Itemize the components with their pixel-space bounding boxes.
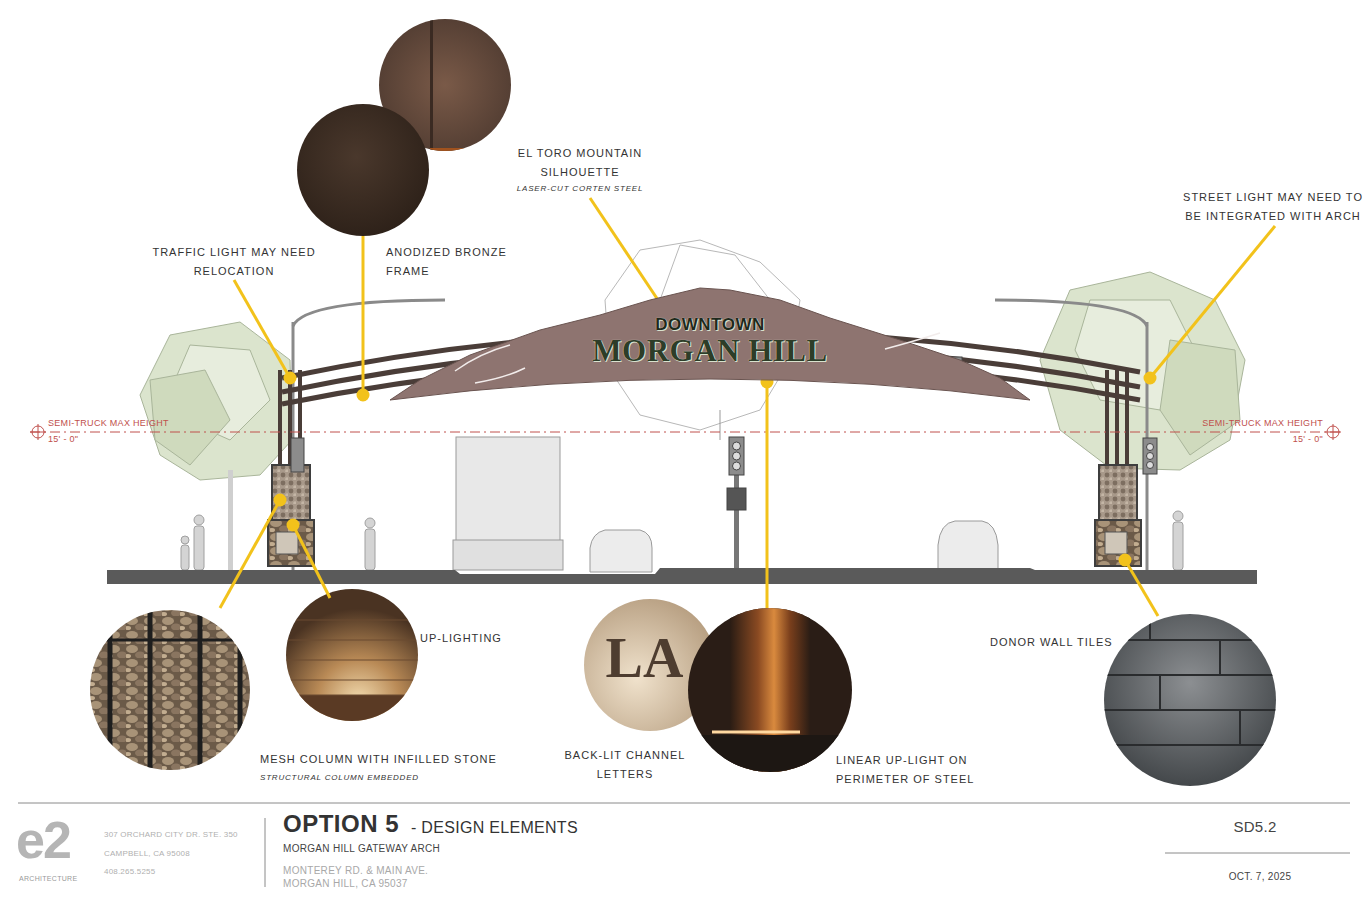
callout-note: STRUCTURAL COLUMN EMBEDDED <box>260 773 460 783</box>
address-line: CAMPBELL, CA 95008 <box>104 849 264 859</box>
callout-label: DONOR WALL TILES <box>990 635 1130 649</box>
callout-label: STREET LIGHT MAY NEED TO BE INTEGRATED W… <box>1180 188 1366 226</box>
street-light <box>293 300 1147 570</box>
material-swatch <box>80 19 1280 795</box>
project-name: MORGAN HILL GATEWAY ARCH <box>283 843 513 855</box>
callout-label: UP-LIGHTING <box>420 631 530 645</box>
channel-letters: LA <box>597 628 692 688</box>
address-line: 307 ORCHARD CITY DR. STE. 350 <box>104 830 264 840</box>
vehicles <box>453 437 998 572</box>
callout-label: EL TORO MOUNTAIN SILHOUETTE <box>505 144 655 182</box>
sign-text-small: DOWNTOWN <box>385 315 1035 335</box>
mountain-sign: DOWNTOWNMORGAN HILL <box>385 283 1035 408</box>
project-address: MORGAN HILL, CA 95037 <box>283 878 513 890</box>
callout-label: TRAFFIC LIGHT MAY NEED RELOCATION <box>143 243 325 281</box>
dimension-label: SEMI-TRUCK MAX HEIGHT <box>1143 418 1323 429</box>
dimension-value: 15' - 0" <box>1263 434 1323 445</box>
dimension-value: 15' - 0" <box>48 434 108 445</box>
leader-line <box>220 198 1275 616</box>
height-line <box>30 424 1341 440</box>
arch-column <box>268 370 1141 566</box>
callout-label: MESH COLUMN WITH INFILLED STONE <box>260 752 510 766</box>
callout-note: LASER-CUT CORTEN STEEL <box>490 184 670 194</box>
ground <box>107 568 1257 584</box>
callout-label: ANODIZED BRONZE FRAME <box>386 243 516 281</box>
address-line: 408.265.5255 <box>104 867 264 877</box>
sheet-title: OPTION 5 <box>283 810 399 838</box>
title-block-rules <box>18 803 1350 887</box>
logo-mark: e2 <box>16 812 91 868</box>
sheet-number: SD5.2 <box>1215 818 1295 836</box>
people <box>181 511 1183 570</box>
sheet-subtitle: - DESIGN ELEMENTS <box>411 818 611 838</box>
callout-label: LINEAR UP-LIGHT ON PERIMETER OF STEEL <box>836 751 981 789</box>
sheet-date: OCT. 7, 2025 <box>1205 871 1315 883</box>
logo-text: ARCHITECTURE <box>19 874 99 883</box>
sign-text-large: MORGAN HILL <box>385 333 1035 369</box>
dimension-label: SEMI-TRUCK MAX HEIGHT <box>48 418 228 429</box>
callout-label: BACK-LIT CHANNEL LETTERS <box>560 746 690 784</box>
project-address: MONTEREY RD. & MAIN AVE. <box>283 865 513 877</box>
